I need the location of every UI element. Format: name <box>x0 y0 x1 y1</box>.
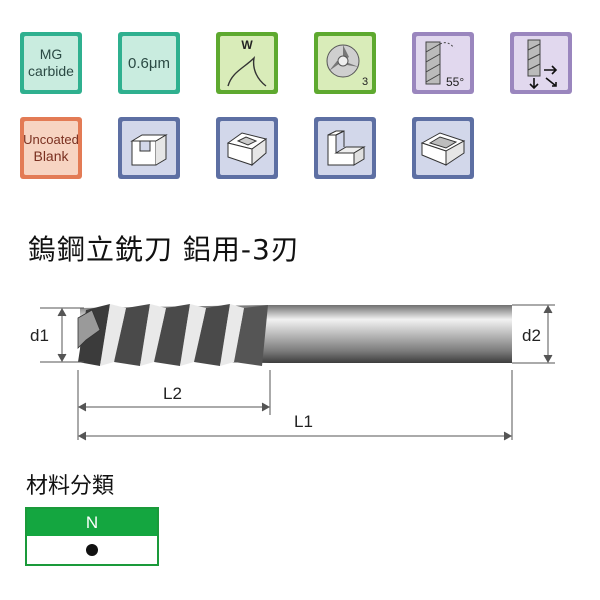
end-mill-diagram <box>40 304 555 441</box>
angle-label: 55° <box>446 75 464 89</box>
three-flute-tile: 3 <box>314 32 376 94</box>
product-title: 鎢鋼立銑刀 鋁用-3刃 <box>28 233 300 266</box>
pocket-tile <box>216 117 278 179</box>
side-milling-tile <box>314 117 376 179</box>
material-title: 材料分類 <box>26 474 115 499</box>
material-table: N <box>25 507 159 566</box>
suitable-dot-icon <box>86 544 98 556</box>
d1-label: d1 <box>30 326 49 345</box>
uncoated-blank-tile: Uncoated Blank <box>20 117 82 179</box>
material-cell <box>27 536 157 564</box>
pocket-icon <box>226 132 268 167</box>
mg-carbide-line2: carbide <box>28 63 74 79</box>
helix-label: W <box>241 38 253 52</box>
helix-wave-icon <box>227 55 267 87</box>
cavity-tile <box>412 117 474 179</box>
helix-angle-icon: 55° <box>425 41 464 89</box>
uncoated-line2: Blank <box>33 148 69 164</box>
three-flute-icon: 3 <box>326 44 368 88</box>
cutting-direction-tile <box>510 32 572 94</box>
uncoated-line1: Uncoated <box>23 132 79 147</box>
cavity-icon <box>420 132 466 166</box>
coating-thickness-label: 0.6μm <box>128 54 170 72</box>
helix-wave-tile: W <box>216 32 278 94</box>
mg-carbide-tile: MG carbide <box>20 32 82 94</box>
coating-thickness-tile: 0.6μm <box>118 32 180 94</box>
slotting-tile <box>118 117 180 179</box>
l2-label: L2 <box>163 384 182 403</box>
flutes <box>77 304 270 366</box>
flute-count-label: 3 <box>362 76 368 88</box>
helix-angle-tile: 55° <box>412 32 474 94</box>
mg-carbide-line1: MG <box>39 46 63 62</box>
side-milling-icon <box>327 130 366 166</box>
material-column-n: N <box>27 509 157 536</box>
d2-label: d2 <box>522 326 541 345</box>
cutting-direction-icon <box>527 39 558 90</box>
shank <box>270 305 512 363</box>
l1-label: L1 <box>294 412 313 431</box>
slotting-icon <box>130 134 168 166</box>
